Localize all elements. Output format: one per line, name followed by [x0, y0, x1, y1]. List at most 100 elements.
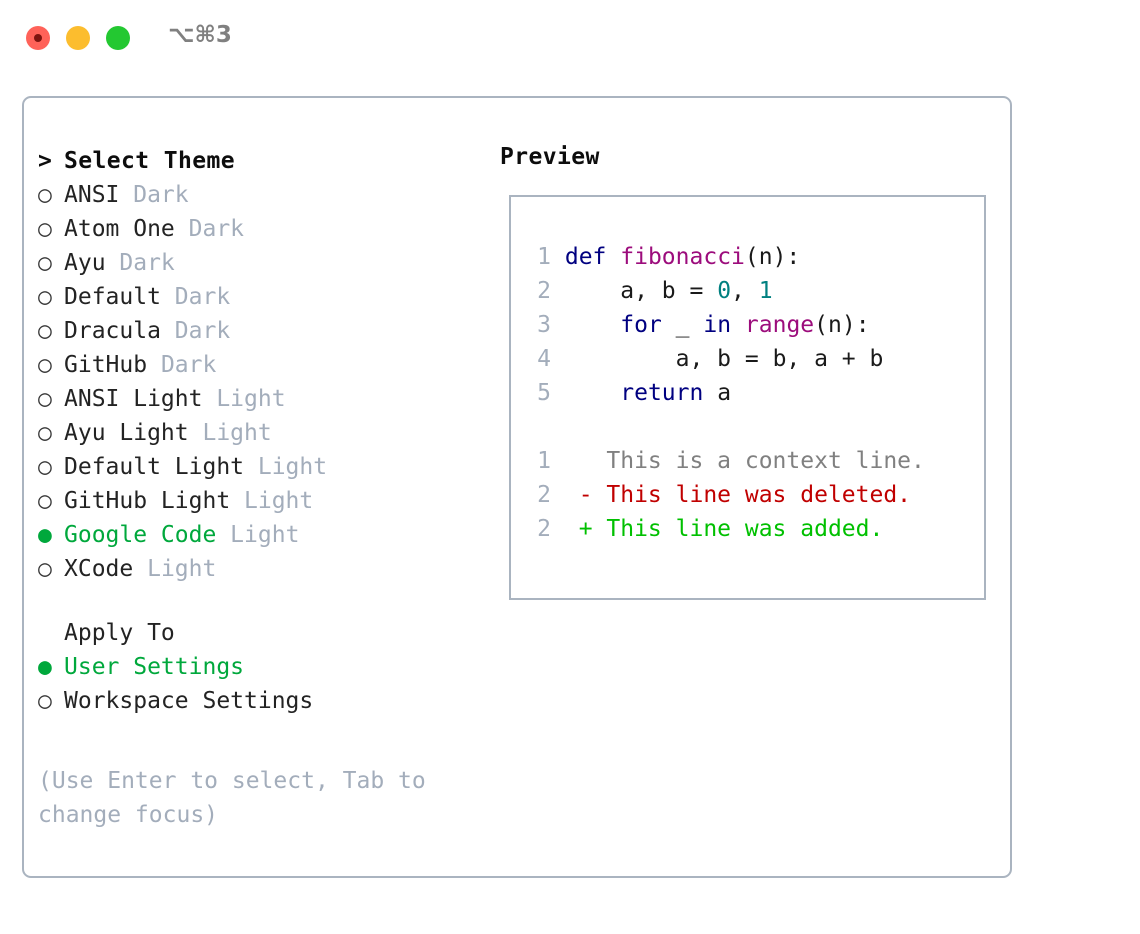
theme-name-label: GitHub [64, 352, 148, 378]
theme-variant-tag: Light [133, 556, 217, 582]
theme-variant-tag: Light [188, 420, 272, 446]
diff-line: 2 + This line was added. [523, 512, 978, 546]
theme-name-label: ANSI Light [64, 386, 203, 412]
theme-variant-tag: Light [216, 522, 300, 548]
theme-variant-tag: Dark [174, 216, 245, 242]
code-token [565, 380, 620, 406]
theme-name-label: Dracula [64, 318, 161, 344]
apply-to-list: ●User Settings ○ Workspace Settings [38, 650, 488, 718]
code-token: def [564, 244, 607, 270]
radio-selected-icon: ● [38, 654, 52, 680]
radio-unselected-icon: ○ [38, 250, 52, 276]
theme-variant-tag: Light [230, 488, 314, 514]
theme-list-item[interactable]: ○ANSI Dark [38, 178, 488, 212]
theme-name-label: XCode [64, 556, 134, 582]
keyboard-hint: (Use Enter to select, Tab to change focu… [38, 768, 440, 828]
radio-selected-icon: ● [38, 522, 52, 548]
code-line: 2 a, b = 0, 1 [523, 274, 978, 308]
diff-text: This is a context line. [606, 448, 925, 474]
theme-name-label: Atom One [64, 216, 175, 242]
radio-unselected-icon: ○ [38, 216, 52, 242]
apply-to-option[interactable]: ●User Settings [38, 650, 488, 684]
theme-list-item[interactable]: ○GitHub Light Light [38, 484, 488, 518]
theme-variant-tag: Dark [160, 284, 231, 310]
code-token: 1 [758, 278, 773, 304]
close-window-button[interactable] [26, 26, 50, 50]
apply-to-option[interactable]: ○ Workspace Settings [38, 684, 488, 718]
theme-list-item[interactable]: ○ Atom One Dark [38, 212, 488, 246]
maximize-window-button[interactable] [106, 26, 130, 50]
preview-heading: Preview [500, 144, 600, 170]
line-number: 2 [537, 516, 551, 542]
theme-name-label: ANSI [64, 182, 120, 208]
diff-sign: - [551, 482, 607, 508]
code-diff-separator [523, 410, 978, 444]
code-token: for [620, 312, 662, 338]
theme-list-item[interactable]: ○ANSI Light Light [38, 382, 488, 416]
code-token: _ [661, 312, 704, 338]
code-token [606, 244, 620, 270]
theme-list-item[interactable]: ○ XCode Light [38, 552, 488, 586]
theme-picker-heading-label: Select Theme [64, 148, 235, 174]
radio-unselected-icon: ○ [38, 488, 52, 514]
diff-line: 1 This is a context line. [523, 444, 978, 478]
theme-list-item[interactable]: ○ GitHub Dark [38, 348, 488, 382]
title-bar: ⌥⌘3 [0, 0, 1140, 78]
diff-sample: 1 This is a context line.2 - This line w… [523, 444, 978, 546]
theme-variant-tag: Dark [105, 250, 175, 276]
code-token: 0 [717, 278, 732, 304]
code-token: fibonacci [620, 244, 745, 270]
line-number: 4 [537, 346, 551, 372]
line-number: 3 [537, 312, 551, 338]
apply-to-heading: Apply To [64, 620, 175, 646]
diff-sign: + [551, 516, 607, 542]
code-token [731, 312, 745, 338]
code-token: (n): [814, 312, 870, 338]
theme-name-label: Google Code [64, 522, 217, 548]
line-number: 2 [537, 482, 551, 508]
radio-unselected-icon: ○ [38, 352, 52, 378]
theme-variant-tag: Light [244, 454, 328, 480]
theme-variant-tag: Light [202, 386, 286, 412]
theme-list-item[interactable]: ○Dracula Dark [38, 314, 488, 348]
code-token [565, 312, 620, 338]
code-token: range [744, 312, 815, 338]
theme-variant-tag: Dark [147, 352, 217, 378]
theme-list-item[interactable]: ○Ayu Light Light [38, 416, 488, 450]
theme-variant-tag: Dark [160, 318, 231, 344]
caret-icon: > [38, 148, 53, 174]
line-number: 5 [537, 380, 551, 406]
apply-to-option-label: Workspace Settings [64, 688, 314, 714]
radio-unselected-icon: ○ [38, 284, 52, 310]
theme-list-item[interactable]: ○Default Dark [38, 280, 488, 314]
theme-list-item[interactable]: ● Google Code Light [38, 518, 488, 552]
main-panel: >Select Theme ○ANSI Dark○Atom One Dark○A… [22, 96, 1012, 878]
window-title: ⌥⌘3 [168, 22, 232, 48]
theme-picker: >Select Theme ○ANSI Dark○Atom One Dark○A… [38, 144, 488, 718]
line-number: 2 [537, 278, 551, 304]
theme-list-item[interactable]: ○ Ayu Dark [38, 246, 488, 280]
theme-list: ○ANSI Dark○Atom One Dark○Ayu Dark○Defaul… [38, 178, 488, 586]
diff-sign [551, 448, 606, 474]
theme-name-label: Default Light [64, 454, 245, 480]
theme-list-item[interactable]: ○ Default Light Light [38, 450, 488, 484]
code-token: (n): [744, 244, 801, 270]
theme-picker-heading: > Select Theme [38, 144, 488, 178]
theme-name-label: Ayu [64, 250, 106, 276]
radio-unselected-icon: ○ [38, 556, 52, 582]
theme-variant-tag: Dark [119, 182, 189, 208]
code-line: 5 return a [523, 376, 978, 410]
line-number: 1 [537, 244, 551, 270]
code-line: 3 for _ in range(n): [523, 308, 978, 342]
code-token: , [731, 278, 759, 304]
diff-line: 2 - This line was deleted. [523, 478, 978, 512]
code-token: return [620, 380, 704, 406]
radio-unselected-icon: ○ [38, 454, 52, 480]
radio-unselected-icon: ○ [38, 688, 52, 714]
minimize-window-button[interactable] [66, 26, 90, 50]
code-token: a [703, 380, 732, 406]
